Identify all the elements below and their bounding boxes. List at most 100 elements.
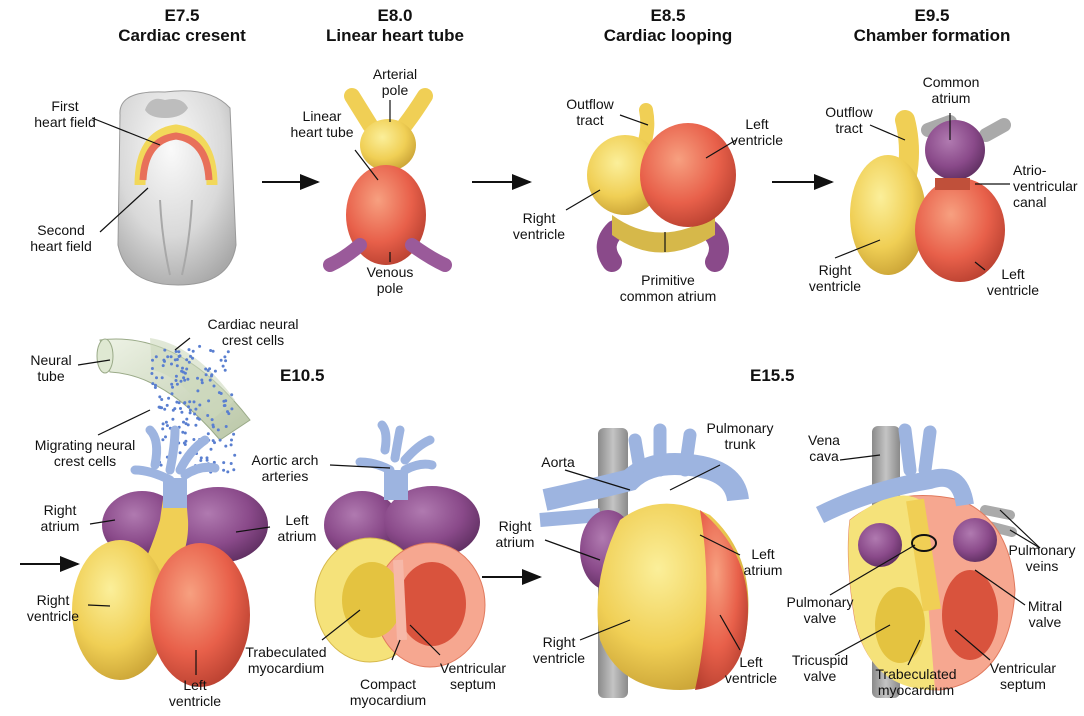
- crest-cell-dot: [198, 404, 201, 407]
- crest-cell-dot: [206, 414, 209, 417]
- crest-cell-dot: [189, 355, 192, 358]
- crest-cell-dot: [200, 456, 203, 459]
- crest-cell-dot: [222, 469, 225, 472]
- label-line: ventricle: [722, 132, 792, 148]
- crest-cell-dot: [162, 359, 165, 362]
- label-line: heart field: [20, 238, 102, 254]
- label-line: valve: [780, 610, 860, 626]
- stage-heading-e105: E10.5: [280, 366, 324, 386]
- crest-cell-dot: [180, 411, 183, 414]
- label-line: Right: [506, 210, 572, 226]
- crest-cell-dot: [210, 448, 213, 451]
- crest-cell-dot: [206, 459, 209, 462]
- crest-cell-dot: [185, 358, 188, 361]
- crest-cell-dot: [185, 368, 188, 371]
- label-line: Aortic arch: [240, 452, 330, 468]
- crest-cell-dot: [230, 393, 233, 396]
- crest-cell-dot: [178, 401, 181, 404]
- label-line: myocardium: [866, 682, 966, 698]
- crest-cell-dot: [214, 370, 217, 373]
- label-line: valve: [785, 668, 855, 684]
- crest-cell-dot: [162, 422, 165, 425]
- label-line: Pulmonary: [700, 420, 780, 436]
- label-line: myocardium: [238, 660, 334, 676]
- label-line: Ventricular: [978, 660, 1068, 676]
- crest-cell-dot: [233, 454, 236, 457]
- crest-cell-dot: [158, 395, 161, 398]
- stage-heading-e95: E9.5Chamber formation: [822, 6, 1042, 46]
- crest-cell-dot: [200, 379, 203, 382]
- crest-cell-dot: [170, 355, 173, 358]
- label-right-ventricle-e95: Rightventricle: [800, 262, 870, 294]
- crest-cell-dot: [188, 348, 191, 351]
- label-ventricular-septum-e155: Ventricularseptum: [978, 660, 1068, 692]
- crest-cell-dot: [192, 438, 195, 441]
- crest-cell-dot: [218, 391, 221, 394]
- crest-cell-dot: [194, 424, 197, 427]
- crest-cell-dot: [155, 376, 158, 379]
- label-line: Neural: [22, 352, 80, 368]
- label-line: atrium: [915, 90, 987, 106]
- label-left-atrium-e155: Leftatrium: [738, 546, 788, 578]
- crest-cell-dot: [193, 400, 196, 403]
- crest-cell-dot: [227, 412, 230, 415]
- crest-cell-dot: [230, 439, 233, 442]
- crest-cell-dot: [160, 464, 163, 467]
- crest-cell-dot: [166, 355, 169, 358]
- label-line: ventricle: [716, 670, 786, 686]
- crest-cell-dot: [185, 418, 188, 421]
- label-line: Outflow: [558, 96, 622, 112]
- label-line: Pulmonary: [780, 594, 860, 610]
- crest-cell-dot: [179, 451, 182, 454]
- crest-cell-dot: [181, 431, 184, 434]
- label-line: ventricle: [506, 226, 572, 242]
- crest-cell-dot: [189, 409, 192, 412]
- label-arterial-pole: Arterialpole: [360, 66, 430, 98]
- label-line: Pulmonary: [1002, 542, 1082, 558]
- crest-cell-dot: [179, 407, 182, 410]
- crest-cell-dot: [196, 389, 199, 392]
- crest-cell-dot: [224, 369, 227, 372]
- label-neural-tube: Neuraltube: [22, 352, 80, 384]
- crest-cell-dot: [193, 413, 196, 416]
- crest-cell-dot: [160, 398, 163, 401]
- label-line: myocardium: [340, 692, 436, 708]
- crest-cell-dot: [167, 397, 170, 400]
- crest-cell-dot: [232, 433, 235, 436]
- crest-cell-dot: [166, 404, 169, 407]
- crest-cell-dot: [211, 418, 214, 421]
- label-line: common atrium: [606, 288, 730, 304]
- crest-cell-dot: [219, 439, 222, 442]
- crest-cell-dot: [164, 435, 167, 438]
- crest-cell-dot: [188, 400, 191, 403]
- label-right-ventricle-e155: Rightventricle: [524, 634, 594, 666]
- e105-section-heart: [315, 425, 485, 667]
- label-line: heart tube: [282, 124, 362, 140]
- crest-cell-dot: [217, 428, 220, 431]
- crest-cell-dot: [210, 375, 213, 378]
- crest-cell-dot: [204, 368, 207, 371]
- crest-cell-dot: [222, 461, 225, 464]
- label-linear-heart-tube: Linearheart tube: [282, 108, 362, 140]
- crest-cell-dot: [205, 373, 208, 376]
- label-line: ventricle: [160, 693, 230, 709]
- crest-cell-dot: [188, 361, 191, 364]
- crest-cell-dot: [201, 381, 204, 384]
- crest-cell-dot: [224, 404, 227, 407]
- label-line: septum: [430, 676, 516, 692]
- crest-cell-dot: [171, 418, 174, 421]
- label-line: tract: [558, 112, 622, 128]
- label-left-atrium-e105: Leftatrium: [272, 512, 322, 544]
- crest-cell-dot: [176, 364, 179, 367]
- label-line: ventricle: [524, 650, 594, 666]
- label-venous-pole: Venouspole: [355, 264, 425, 296]
- label-line: Linear: [282, 108, 362, 124]
